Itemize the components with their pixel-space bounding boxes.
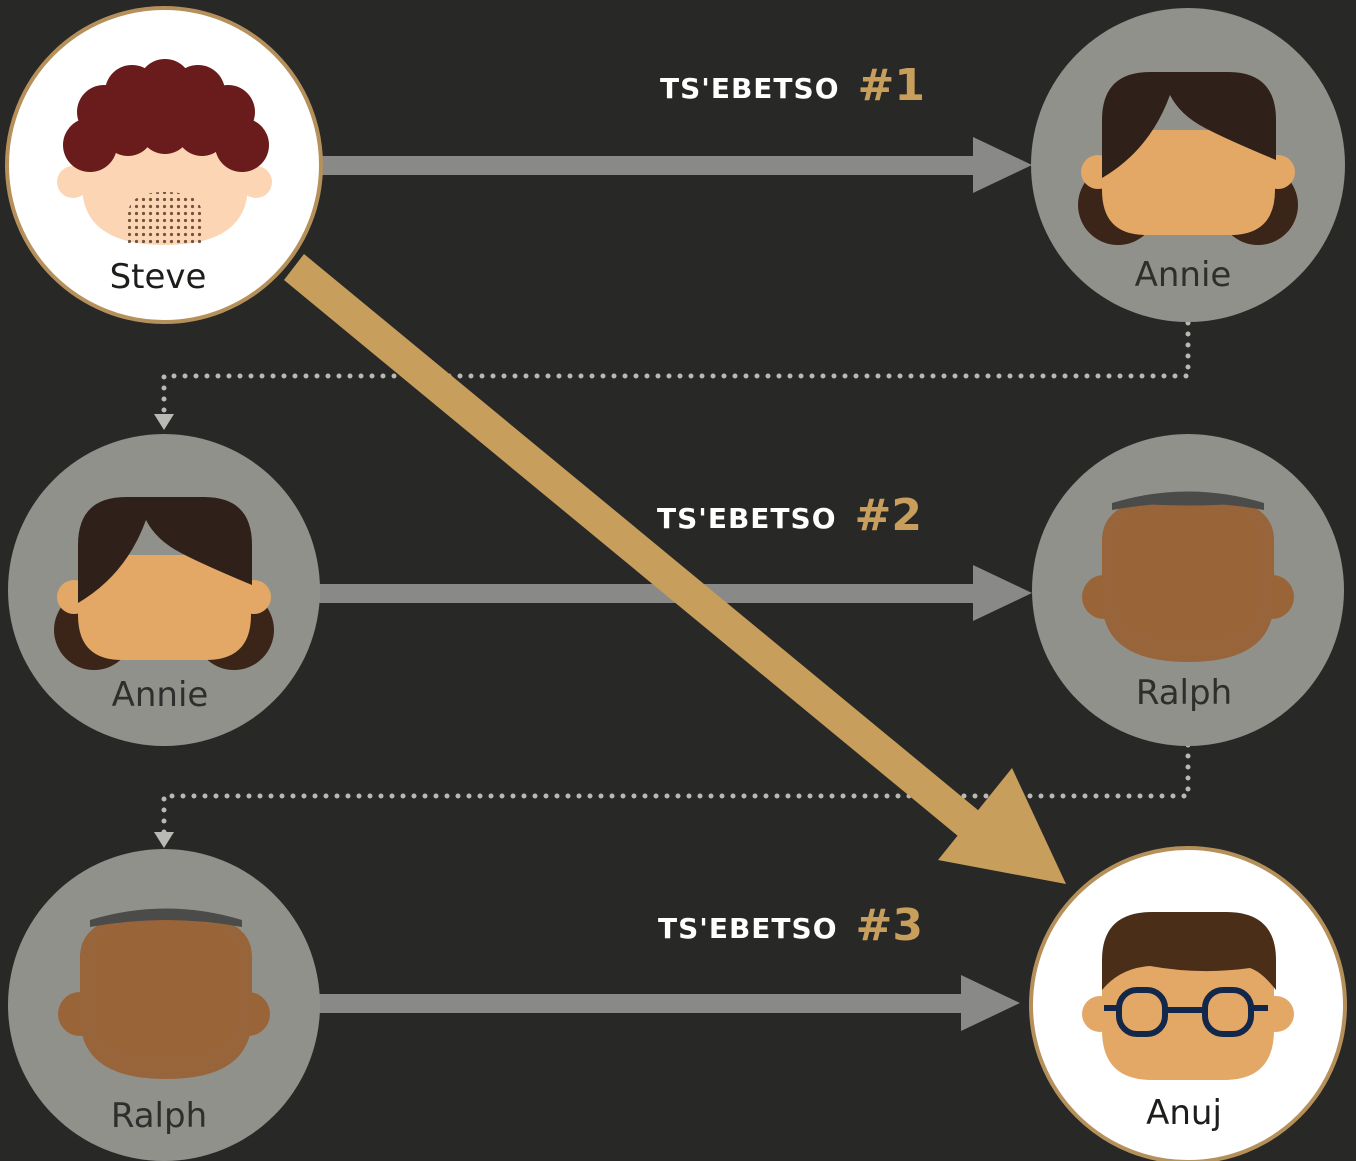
dotted-connector-ralph-head [154, 832, 174, 848]
person-node-ralph-right: Ralph [1032, 434, 1344, 746]
dotted-connector-ralph [161, 742, 1191, 836]
step-1-label: TS'EBETSO#1 [660, 60, 925, 111]
dotted-connector-annie [161, 320, 1191, 418]
person-node-ralph-left: Ralph [8, 849, 320, 1161]
person-name-ralph-left: Ralph [111, 1096, 207, 1136]
arrow-step-1 [320, 137, 1032, 193]
step-3-label: TS'EBETSO#3 [658, 900, 923, 951]
person-name-annie-left: Annie [112, 675, 209, 715]
annie-face-icon [1078, 72, 1298, 245]
person-node-steve: Steve [5, 6, 323, 324]
person-node-anuj: Anuj [1029, 846, 1347, 1161]
anuj-face-icon [1082, 912, 1294, 1080]
step-2-label: TS'EBETSO#2 [657, 490, 922, 541]
steve-face-icon [57, 59, 272, 245]
ralph-face-icon [58, 908, 270, 1079]
person-node-annie-top: Annie [1031, 8, 1345, 322]
annie-face-icon [54, 497, 274, 670]
dotted-connector-annie-head [154, 414, 174, 430]
person-name-annie-top: Annie [1135, 255, 1232, 295]
arrow-gold-direct [284, 254, 1066, 884]
arrow-step-3 [316, 975, 1020, 1031]
person-node-annie-left: Annie [8, 434, 320, 746]
person-name-anuj: Anuj [1146, 1093, 1222, 1133]
person-name-ralph-right: Ralph [1136, 673, 1232, 713]
person-name-steve: Steve [110, 257, 207, 297]
arrow-step-2 [316, 565, 1032, 621]
ralph-face-icon [1082, 491, 1294, 662]
